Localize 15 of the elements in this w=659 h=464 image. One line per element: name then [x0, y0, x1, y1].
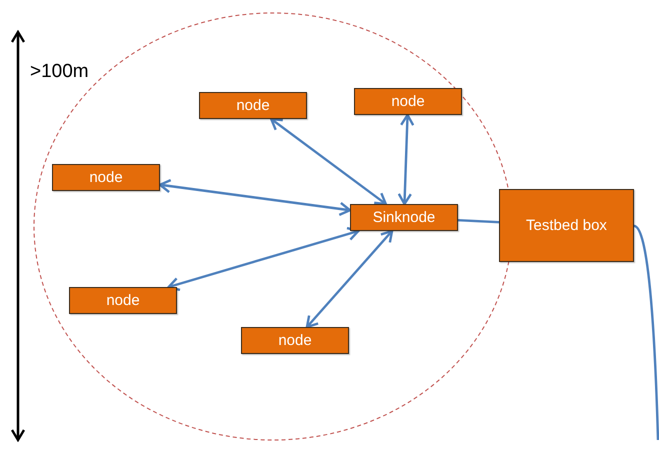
node-box: node	[241, 327, 349, 354]
double-arrow	[158, 178, 352, 216]
dimension-label: >100m	[30, 61, 89, 83]
double-arrow	[398, 114, 414, 206]
node-box: node	[69, 287, 177, 314]
double-arrow	[270, 118, 387, 206]
double-arrow	[306, 230, 394, 328]
node-box: Sinknode	[350, 204, 458, 231]
node-box: node	[52, 164, 160, 191]
node-box: Testbed box	[499, 189, 634, 262]
connector-line	[458, 218, 500, 224]
double-arrow	[168, 226, 360, 292]
node-box: node	[199, 92, 307, 119]
node-box: node	[354, 88, 462, 115]
connector-line	[633, 224, 659, 440]
